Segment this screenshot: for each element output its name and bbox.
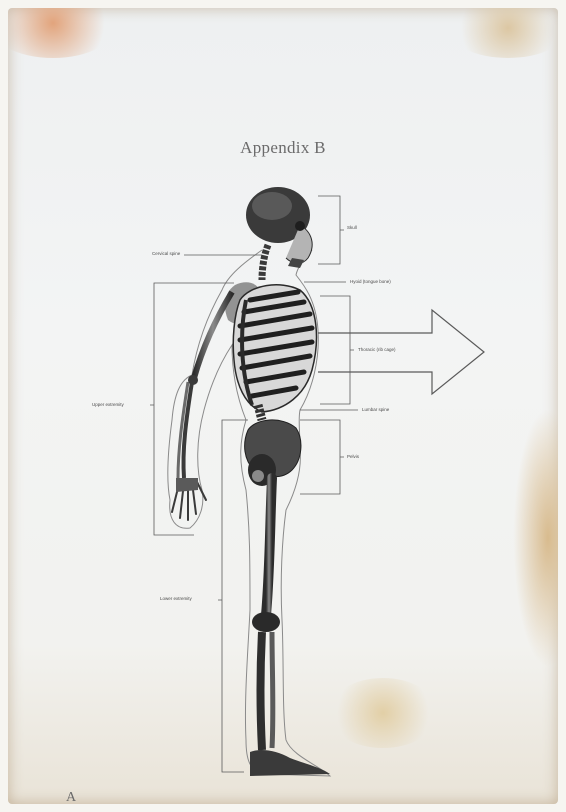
label-hyoid: Hyoid (tongue bone) — [350, 279, 391, 284]
label-lower-extremity: Lower extremity — [160, 596, 192, 601]
arrow-right-icon — [318, 310, 484, 394]
label-upper-extremity: Upper extremity — [92, 402, 124, 407]
pelvis-bracket — [300, 420, 344, 494]
tibia-fibula — [261, 632, 273, 750]
label-skull: Skull — [347, 225, 357, 230]
lower-extremity-bracket — [218, 420, 248, 772]
arm-bones — [172, 292, 232, 520]
label-thoracic: Thoracic (rib cage) — [358, 347, 396, 352]
skull-bracket — [318, 196, 344, 264]
page-number: A — [66, 790, 76, 806]
skull — [246, 187, 312, 268]
rib-cage — [233, 285, 316, 412]
thorax-bracket — [320, 296, 354, 404]
label-lumbar-spine: Lumbar spine — [362, 407, 389, 412]
foot — [250, 750, 330, 776]
femur — [266, 478, 272, 615]
upper-extremity-bracket — [150, 283, 234, 535]
label-pelvis: Pelvis — [347, 454, 359, 459]
knee — [252, 612, 280, 632]
label-cervical-spine: Cervical spine — [152, 251, 180, 256]
cervical-spine — [262, 245, 268, 280]
